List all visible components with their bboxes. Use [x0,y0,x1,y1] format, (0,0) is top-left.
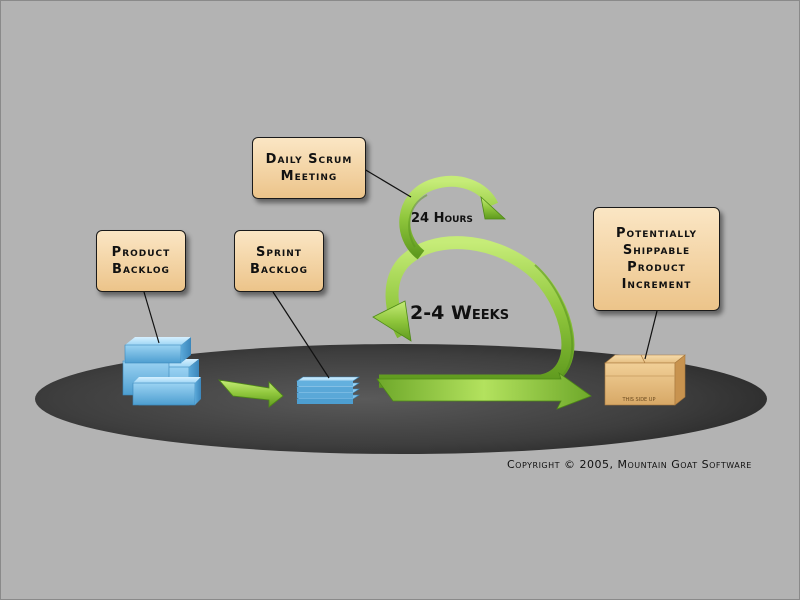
product-backlog-stack [122,337,201,406]
connector-daily-scrum [363,168,412,198]
product-backlog-callout: Product Backlog [96,230,186,292]
box-marking: THIS SIDE UP [622,397,656,403]
shippable-box-icon: THIS SIDE UP [604,354,686,406]
increment-callout: Potentially Shippable Product Increment [593,207,720,311]
sprint-backlog-callout: Sprint Backlog [234,230,324,292]
daily-cycle-arrow-icon [399,175,507,260]
copyright-notice: Copyright © 2005, Mountain Goat Software [507,458,752,471]
connector-product-backlog [143,291,160,344]
connector-increment [644,310,658,360]
sprint-cycle-arrow-icon [372,236,592,410]
sprint-backlog-stack [296,376,360,404]
sprint-cycle-label: 2-4 Weeks [410,302,510,324]
flow-arrow-icon [217,379,284,408]
daily-cycle-label: 24 Hours [411,211,473,226]
connector-sprint-backlog [272,291,330,379]
daily-scrum-callout: Daily Scrum Meeting [252,137,366,199]
